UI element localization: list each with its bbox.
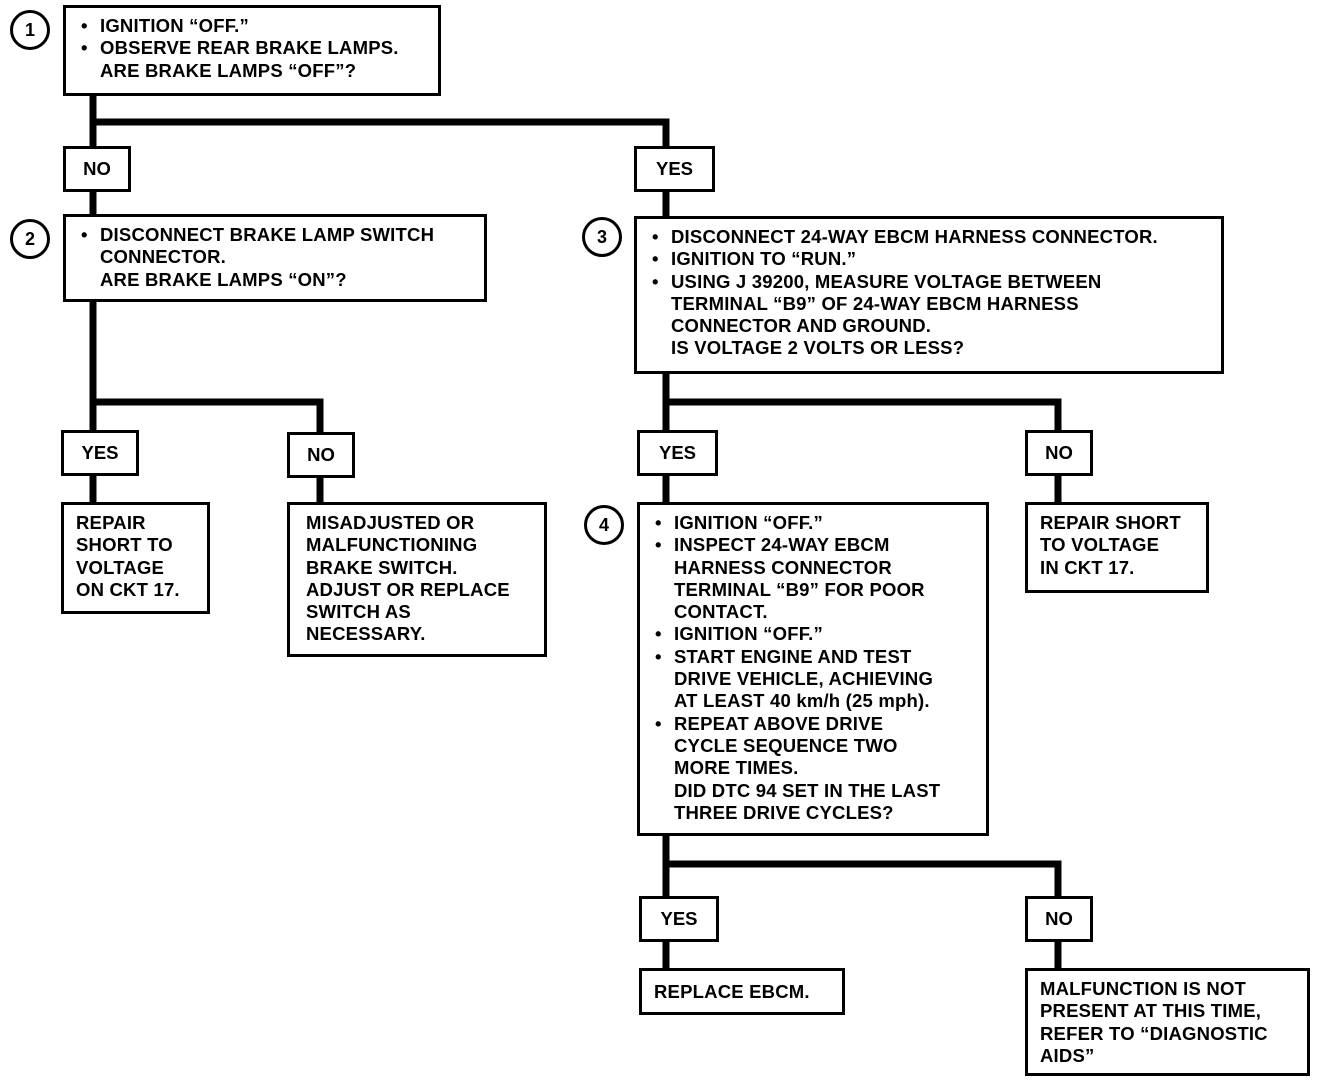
step-4-box: IGNITION “OFF.” INSPECT 24-WAY EBCM HARN… [637,502,989,836]
step-2-line: ARE BRAKE LAMPS “ON”? [100,268,347,290]
branch-label-yes: YES [634,146,715,192]
step-1-line: ARE BRAKE LAMPS “OFF”? [100,59,357,81]
result-line: REFER TO “DIAGNOSTIC [1040,1022,1268,1044]
step-3-box: DISCONNECT 24-WAY EBCM HARNESS CONNECTOR… [634,216,1224,374]
result-line: TO VOLTAGE [1040,534,1160,556]
step-4-line: CONTACT. [674,601,768,623]
branch-label-yes: YES [639,896,719,942]
result-line: ON CKT 17. [76,578,180,600]
result-line: PRESENT AT THIS TIME, [1040,1000,1262,1022]
result-line: VOLTAGE [76,556,165,578]
step-3-line: TERMINAL “B9” OF 24-WAY EBCM HARNESS [671,292,1079,314]
result-repair-short-ckt17: REPAIR SHORT TO VOLTAGE ON CKT 17. [61,502,210,614]
step-number-2: 2 [10,219,50,259]
step-4-line: MORE TIMES. [674,757,799,779]
result-line: MALFUNCTIONING [306,534,478,556]
result-line: BRAKE SWITCH. [306,556,458,578]
result-line: MALFUNCTION IS NOT [1040,978,1247,999]
step-number-1: 1 [10,10,50,50]
branch-label-no: NO [1025,430,1093,476]
step-1-line: OBSERVE REAR BRAKE LAMPS. [78,37,426,60]
step-4-line: AT LEAST 40 km/h (25 mph). [674,690,930,712]
step-2-box: DISCONNECT BRAKE LAMP SWITCH CONNECTOR. … [63,214,487,302]
result-line: REPAIR SHORT [1040,512,1181,533]
step-4-line: CYCLE SEQUENCE TWO [674,734,898,756]
branch-label-yes: YES [61,430,139,476]
result-line: REPAIR [76,512,146,533]
step-3-line: IGNITION TO “RUN.” [649,248,1209,271]
result-line: IN CKT 17. [1040,556,1135,578]
step-4-line: HARNESS CONNECTOR [674,556,892,578]
result-line: ADJUST OR REPLACE [306,578,510,600]
step-3-line: DISCONNECT 24-WAY EBCM HARNESS CONNECTOR… [649,226,1209,249]
step-number-3: 3 [582,217,622,257]
branch-label-no: NO [287,432,355,478]
branch-label-no: NO [63,146,131,192]
step-4-line: TERMINAL “B9” FOR POOR [674,578,925,600]
result-brake-switch: MISADJUSTED OR MALFUNCTIONING BRAKE SWIT… [287,502,547,657]
step-4-line: IGNITION “OFF.” [652,623,974,646]
step-4-line: START ENGINE AND TEST [652,646,974,669]
result-line: REPLACE EBCM. [654,981,810,1002]
step-4-line: DRIVE VEHICLE, ACHIEVING [674,668,934,690]
result-replace-ebcm: REPLACE EBCM. [639,968,845,1015]
result-line: SWITCH AS [306,601,411,623]
step-number-4: 4 [584,505,624,545]
result-line: SHORT TO [76,534,173,556]
branch-label-no: NO [1025,896,1093,942]
step-4-line: DID DTC 94 SET IN THE LAST [674,779,941,801]
step-4-line: IGNITION “OFF.” [652,512,974,535]
step-3-line: IS VOLTAGE 2 VOLTS OR LESS? [671,337,965,359]
branch-label-yes: YES [637,430,718,476]
step-4-line: REPEAT ABOVE DRIVE [652,713,974,736]
step-4-line: THREE DRIVE CYCLES? [674,801,894,823]
step-1-box: IGNITION “OFF.” OBSERVE REAR BRAKE LAMPS… [63,5,441,96]
step-2-line: DISCONNECT BRAKE LAMP SWITCH [78,224,472,247]
result-line: MISADJUSTED OR [306,512,475,533]
step-4-line: INSPECT 24-WAY EBCM [652,534,974,557]
result-malfunction-not-present: MALFUNCTION IS NOT PRESENT AT THIS TIME,… [1025,968,1310,1076]
step-3-line: CONNECTOR AND GROUND. [671,315,932,337]
step-2-line: CONNECTOR. [100,246,227,268]
step-3-line: USING J 39200, MEASURE VOLTAGE BETWEEN [649,271,1209,294]
result-line: AIDS” [1040,1044,1095,1066]
result-line: NECESSARY. [306,623,426,645]
result-repair-short-voltage: REPAIR SHORT TO VOLTAGE IN CKT 17. [1025,502,1209,593]
step-1-line: IGNITION “OFF.” [78,15,426,38]
